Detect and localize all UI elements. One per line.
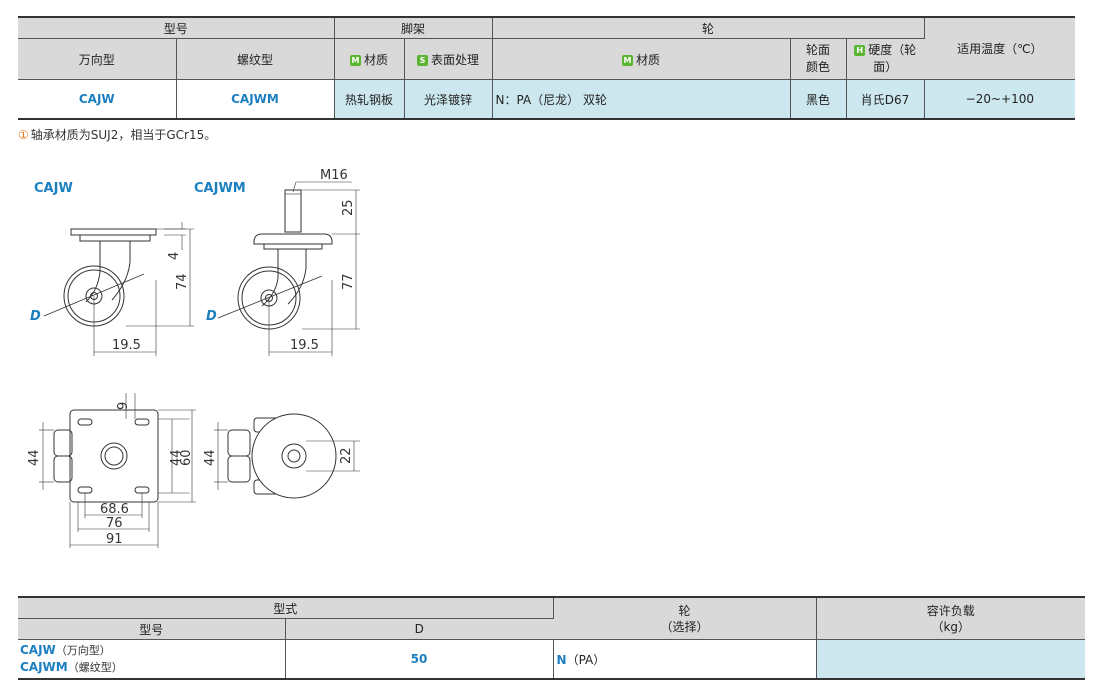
- note-mark-icon: ①: [18, 128, 29, 142]
- header-d: D: [285, 618, 554, 640]
- cell-tread-color: 黑色: [790, 79, 847, 119]
- dim-19-5-b: 19.5: [290, 338, 319, 353]
- dim-44-b: 44: [169, 449, 184, 466]
- dim-77: 77: [341, 273, 356, 290]
- cajwm-side-view: [217, 181, 360, 356]
- header-model: 型号: [18, 17, 335, 39]
- dim-44-a: 44: [27, 449, 42, 466]
- dim-44-c: 44: [203, 449, 218, 466]
- header-wheel: 轮: [492, 17, 925, 39]
- header-swivel: 万向型: [18, 38, 177, 80]
- dim-9: 9: [116, 402, 131, 410]
- dim-25: 25: [341, 199, 356, 216]
- cell-wheel-material: N：PA（尼龙） 双轮: [492, 79, 791, 119]
- header-wheel-select: 轮 （选择）: [553, 597, 817, 640]
- cell-swivel-code: CAJW: [18, 79, 177, 119]
- cell-threaded-code: CAJWM: [176, 79, 335, 119]
- header-bracket: 脚架: [334, 17, 493, 39]
- header-tread-color: 轮面颜色: [790, 38, 847, 80]
- load-table: 型式 轮 （选择） 容许负载 （kg） 型号 D CAJW（万向型） CAJWM…: [18, 596, 1086, 680]
- cell-wheel-option: N（PA）: [553, 639, 817, 679]
- dim-68-6: 68.6: [100, 502, 129, 517]
- dim-22: 22: [339, 447, 354, 464]
- dim-d-b: D: [206, 309, 217, 324]
- cell-d-value: 50: [285, 639, 554, 679]
- header-load: 容许负载 （kg）: [816, 597, 1086, 640]
- cajw-side-view: [43, 222, 194, 356]
- hardness-badge-icon: H: [854, 45, 866, 56]
- dim-19-5-a: 19.5: [112, 338, 141, 353]
- header-form: 型式: [18, 597, 554, 619]
- cell-surface-treatment: 光泽镀锌: [404, 79, 493, 119]
- material-badge-icon: M: [350, 54, 361, 66]
- header-load-model: 型号: [18, 618, 286, 640]
- cell-load-value: [816, 639, 1086, 679]
- dim-60: 60: [179, 449, 194, 466]
- dim-m16: M16: [320, 168, 348, 183]
- surface-badge-icon: S: [417, 54, 429, 66]
- material-badge-icon: M: [622, 54, 634, 66]
- technical-drawing: CAJW CAJWM D D M16 25 4 74 77 19.5 19.5 …: [27, 168, 360, 548]
- cell-temp: −20~+100: [924, 79, 1076, 119]
- header-temp: 适用温度（℃）: [924, 17, 1076, 80]
- cajw-top-view: [39, 393, 196, 548]
- cajwm-top-view: [214, 413, 360, 499]
- dim-4: 4: [167, 252, 182, 260]
- dim-d-a: D: [30, 309, 41, 324]
- label-cajwm: CAJWM: [194, 181, 246, 196]
- header-threaded: 螺纹型: [176, 38, 335, 80]
- cell-model-codes: CAJW（万向型） CAJWM（螺纹型）: [18, 639, 286, 679]
- dim-74: 74: [175, 273, 190, 290]
- dim-91: 91: [106, 532, 123, 547]
- note-text: 轴承材质为SUJ2，相当于GCr15。: [30, 128, 217, 142]
- dim-76: 76: [106, 516, 123, 531]
- cell-bracket-material: 热轧钢板: [334, 79, 405, 119]
- cell-hardness: 肖氏D67: [846, 79, 925, 119]
- label-cajw: CAJW: [34, 181, 73, 196]
